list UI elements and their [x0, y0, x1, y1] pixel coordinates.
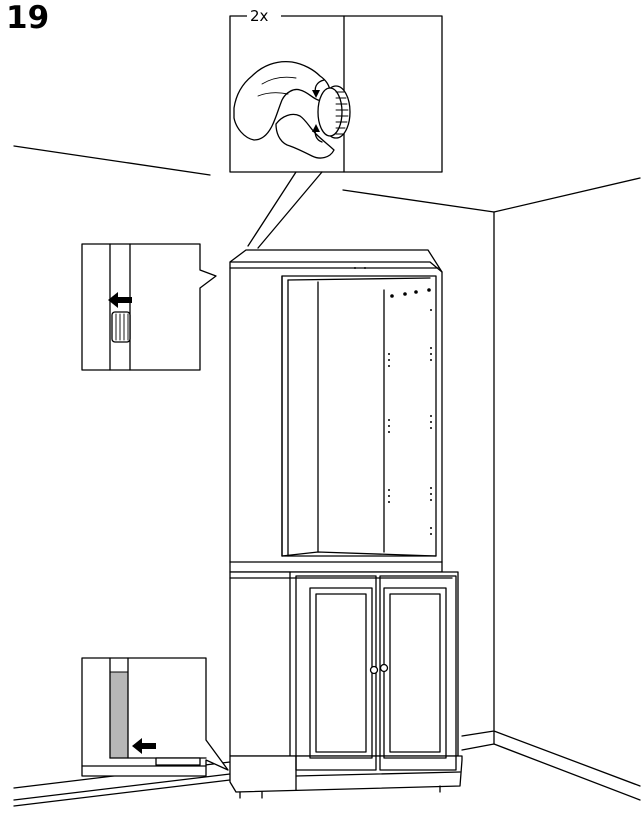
detail-callout-bottom — [81, 657, 229, 777]
cabinet-upper — [229, 249, 443, 573]
cabinet-doors — [295, 575, 457, 771]
quantity-label: 2x — [250, 7, 269, 25]
shelf-pin-holes — [354, 267, 432, 535]
step-number: 19 — [6, 0, 50, 36]
room-lines — [13, 145, 641, 731]
push-left-arrow-icon — [108, 292, 132, 308]
cabinet-lower — [229, 571, 463, 799]
detail-callout-top: 2x — [229, 7, 443, 249]
push-left-arrow-icon — [132, 738, 156, 754]
detail-callout-left — [81, 243, 217, 371]
rotate-knob-icon — [312, 79, 351, 143]
